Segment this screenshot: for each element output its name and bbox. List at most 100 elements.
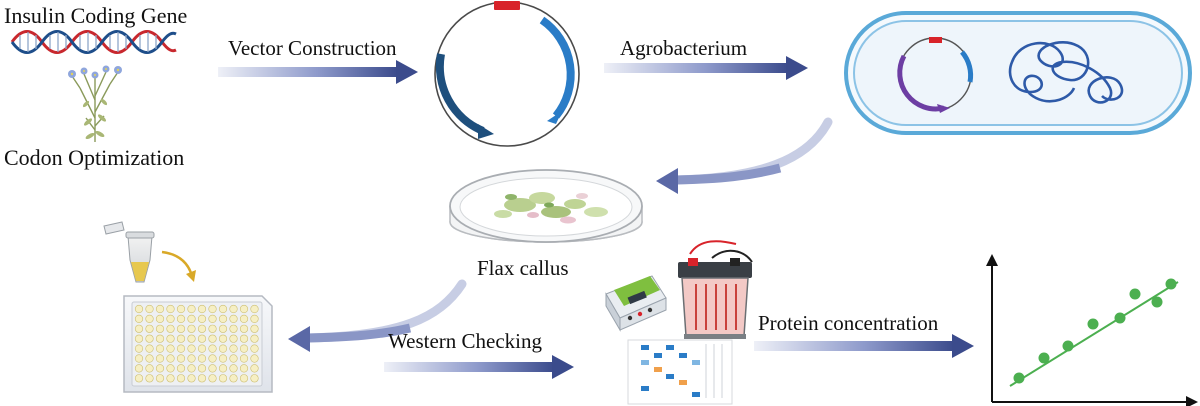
petri-dish-icon bbox=[449, 169, 643, 243]
plate-well bbox=[134, 304, 144, 314]
plate-well bbox=[250, 334, 259, 343]
screening-arrow bbox=[288, 279, 467, 352]
plate-well bbox=[187, 374, 196, 383]
western-checking-arrow bbox=[384, 355, 574, 379]
plate-well bbox=[239, 304, 249, 314]
gel-tank-icon bbox=[678, 240, 753, 339]
plate-well bbox=[250, 324, 259, 333]
plate-well bbox=[176, 374, 186, 383]
plate-well bbox=[155, 344, 165, 353]
plate-well bbox=[218, 354, 228, 363]
plate-well bbox=[239, 324, 249, 333]
plate-well bbox=[208, 304, 217, 314]
plate-well bbox=[197, 314, 207, 324]
data-point bbox=[1038, 352, 1050, 364]
plate-well bbox=[145, 374, 154, 383]
plate-well bbox=[208, 354, 217, 363]
plate-well bbox=[208, 314, 217, 324]
plate-well bbox=[208, 364, 217, 373]
plate-well bbox=[155, 314, 165, 324]
western-checking-label: Western Checking bbox=[388, 329, 543, 353]
plate-well bbox=[218, 344, 228, 353]
plate-well bbox=[197, 334, 207, 343]
plate-well bbox=[250, 364, 259, 373]
plate-well bbox=[229, 374, 238, 383]
plate-well bbox=[176, 334, 186, 343]
plate-well bbox=[155, 304, 165, 314]
chromosome-icon bbox=[1008, 41, 1124, 104]
plate-well bbox=[187, 314, 196, 324]
plate-well bbox=[145, 324, 154, 333]
plate-well bbox=[197, 344, 207, 353]
plate-well bbox=[176, 344, 186, 353]
insulin-gene-label: Insulin Coding Gene bbox=[4, 3, 188, 28]
flax-plant-icon bbox=[68, 65, 122, 142]
plate-well bbox=[145, 364, 154, 373]
plate-well bbox=[197, 354, 207, 363]
plate-well bbox=[176, 304, 186, 314]
plate-well bbox=[187, 324, 196, 333]
plate-well bbox=[239, 334, 249, 343]
power-supply-icon bbox=[605, 275, 667, 332]
data-point bbox=[1114, 312, 1126, 324]
microtube-icon bbox=[103, 221, 196, 283]
plate-well bbox=[218, 324, 228, 333]
agrobacterium-label: Agrobacterium bbox=[620, 36, 748, 60]
protein-concentration-label: Protein concentration bbox=[758, 311, 939, 335]
plate-well bbox=[187, 354, 196, 363]
plate-well bbox=[166, 314, 175, 324]
plate-well bbox=[218, 334, 228, 343]
standard-curve-plot bbox=[986, 254, 1198, 406]
flax-callus-icon bbox=[494, 192, 608, 224]
marker-gene-icon bbox=[494, 1, 520, 10]
plate-well bbox=[145, 344, 154, 353]
plate-well bbox=[250, 354, 259, 363]
plate-well bbox=[155, 334, 165, 343]
plate-well bbox=[187, 334, 196, 343]
plate-well bbox=[166, 324, 175, 333]
plate-well bbox=[145, 354, 154, 363]
plate-well bbox=[134, 374, 144, 383]
plate-well bbox=[166, 304, 175, 314]
vector-construction-label: Vector Construction bbox=[228, 36, 397, 60]
codon-optimization-label: Codon Optimization bbox=[4, 145, 185, 170]
data-point bbox=[1062, 340, 1074, 352]
plate-well bbox=[134, 324, 144, 333]
plate-well bbox=[166, 344, 175, 353]
plate-well bbox=[239, 344, 249, 353]
plate-well bbox=[208, 344, 217, 353]
plate-well bbox=[197, 364, 207, 373]
plate-well bbox=[229, 354, 238, 363]
agrobacterium-cell-icon bbox=[844, 11, 1192, 135]
plate-well bbox=[250, 314, 259, 324]
plate-well bbox=[134, 314, 144, 324]
plate-well bbox=[155, 354, 165, 363]
plate-well bbox=[176, 324, 186, 333]
plasmid-vector-icon bbox=[434, 1, 580, 147]
plate-well bbox=[166, 374, 175, 383]
data-point bbox=[1129, 288, 1141, 300]
microplate-icon bbox=[123, 295, 273, 393]
plate-well bbox=[187, 344, 196, 353]
plate-well bbox=[250, 304, 259, 314]
plate-well bbox=[187, 304, 196, 314]
plate-well bbox=[218, 364, 228, 373]
plate-well bbox=[134, 364, 144, 373]
plate-well bbox=[197, 304, 207, 314]
plate-well bbox=[145, 314, 154, 324]
plate-well bbox=[134, 344, 144, 353]
plate-well bbox=[166, 334, 175, 343]
vector-construction-arrow bbox=[218, 60, 418, 84]
plate-well bbox=[218, 314, 228, 324]
plate-well bbox=[218, 304, 228, 314]
plate-well bbox=[166, 364, 175, 373]
plate-well bbox=[208, 334, 217, 343]
data-point bbox=[1151, 296, 1163, 308]
plate-well bbox=[239, 364, 249, 373]
plate-well bbox=[187, 364, 196, 373]
plate-well bbox=[250, 344, 259, 353]
plate-well bbox=[229, 334, 238, 343]
plate-well bbox=[229, 324, 238, 333]
